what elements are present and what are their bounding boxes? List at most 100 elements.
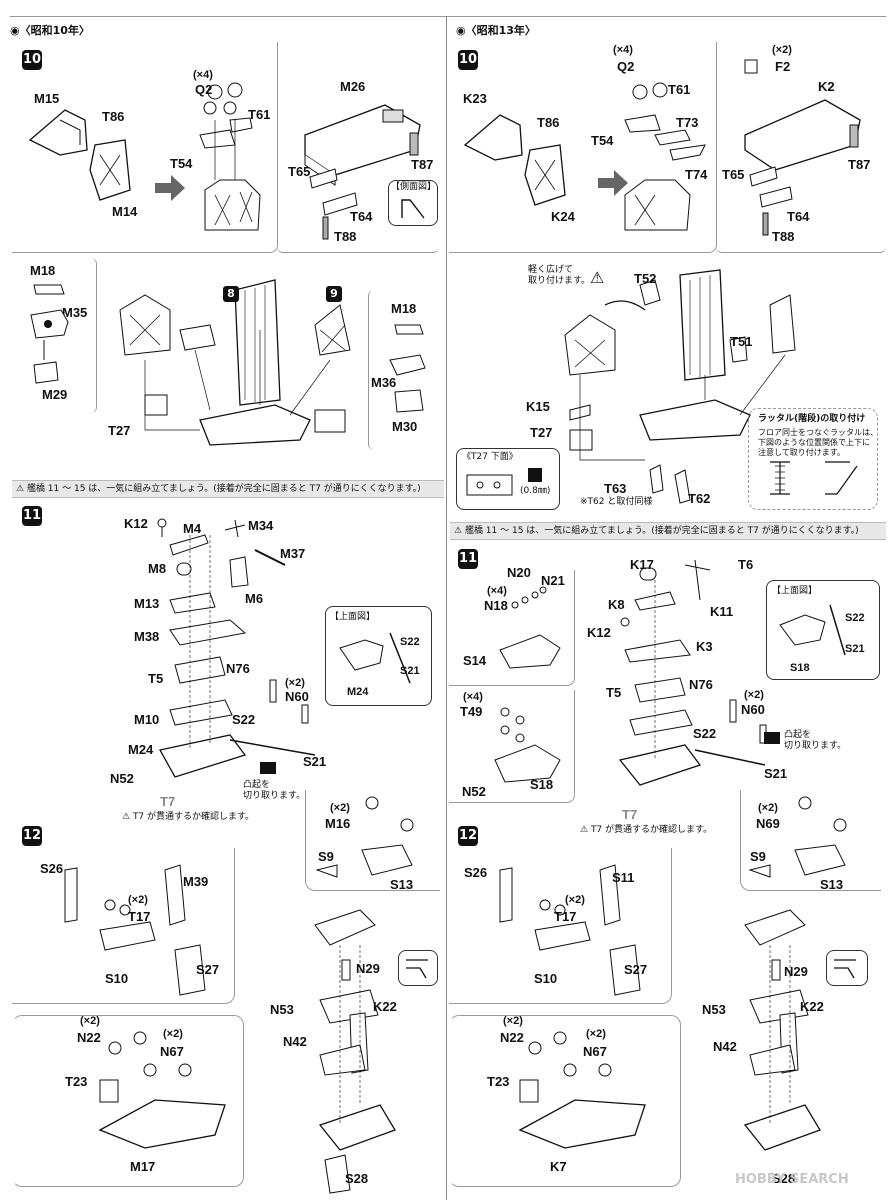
label-K15: K15 bbox=[526, 399, 550, 414]
m17-subpanel bbox=[12, 1015, 244, 1187]
label-T5-left: T5 bbox=[148, 671, 164, 686]
step-10-badge-right: 10 bbox=[458, 50, 478, 70]
label-K12-left: K12 bbox=[124, 516, 148, 531]
top-view-sketch-right bbox=[779, 604, 846, 656]
step-12-badge-left: 12 bbox=[22, 826, 42, 846]
label-M30: M30 bbox=[392, 419, 418, 434]
label-T88-right: T88 bbox=[772, 229, 795, 244]
label-M15: M15 bbox=[34, 91, 60, 106]
m17-base-assembly bbox=[98, 1031, 226, 1149]
label-N22-right: N22 bbox=[500, 1030, 524, 1045]
label-N76-right: N76 bbox=[689, 677, 713, 692]
label-N52-left: N52 bbox=[110, 771, 134, 786]
step10-right-leftpanel bbox=[449, 42, 717, 253]
label-K3: K3 bbox=[696, 639, 713, 654]
label-T88: T88 bbox=[334, 229, 357, 244]
label-M29: M29 bbox=[42, 387, 68, 402]
label-N18-qty: (×4) bbox=[487, 585, 507, 597]
label-S14: S14 bbox=[463, 653, 487, 668]
s10-subpanel-right bbox=[449, 848, 672, 1004]
label-S27-right: S27 bbox=[624, 962, 648, 977]
label-Q2-right: Q2 bbox=[617, 59, 635, 74]
s10-subpanel bbox=[12, 848, 235, 1004]
label-S21-right: S21 bbox=[764, 766, 788, 781]
label-T17-right: T17 bbox=[554, 909, 577, 924]
m18-m36-m30-parts bbox=[389, 324, 426, 413]
label-S13-left: S13 bbox=[390, 877, 414, 892]
side-view-sketch bbox=[401, 199, 425, 219]
watermark: HOBBY SEARCH bbox=[735, 1172, 849, 1187]
label-N76-left: N76 bbox=[226, 661, 250, 676]
label-S22-top-right: S22 bbox=[845, 612, 865, 624]
cut-icon bbox=[260, 762, 276, 774]
label-T86-right: T86 bbox=[537, 115, 560, 130]
label-T23-left: T23 bbox=[65, 1074, 88, 1089]
s13-parts-right bbox=[748, 796, 847, 878]
label-T65-right: T65 bbox=[722, 167, 745, 182]
top-view-sketch-left bbox=[339, 632, 411, 684]
right-era-header: ◉〈昭和13年〉 bbox=[456, 24, 536, 37]
center-divider bbox=[446, 16, 447, 1200]
step-11-badge-left: 11 bbox=[22, 506, 42, 526]
label-K24: K24 bbox=[551, 209, 575, 224]
label-N42-left: N42 bbox=[283, 1034, 307, 1049]
label-N60-right: N60 bbox=[741, 702, 765, 717]
label-S21-top-left: S21 bbox=[400, 665, 420, 677]
label-S9-right: S9 bbox=[750, 849, 766, 864]
label-K22-right: K22 bbox=[800, 999, 824, 1014]
label-N18: N18 bbox=[484, 598, 508, 613]
k24-tower-part bbox=[463, 114, 566, 206]
label-M18-left: M18 bbox=[30, 263, 56, 278]
cut-note-left: 凸起を 切り取ります。 bbox=[243, 780, 306, 802]
label-T87: T87 bbox=[411, 157, 434, 172]
warning-icon: ⚠ bbox=[454, 526, 465, 536]
t27-underside-sketch bbox=[466, 474, 513, 496]
label-S11: S11 bbox=[612, 870, 635, 885]
label-S27-left: S27 bbox=[196, 962, 220, 977]
k7-base-assembly bbox=[518, 1031, 646, 1149]
label-N29-left: N29 bbox=[356, 961, 380, 976]
label-M10: M10 bbox=[134, 712, 160, 727]
label-M38: M38 bbox=[134, 629, 160, 644]
m18-m35-m29-parts bbox=[30, 284, 69, 384]
label-N52-right: N52 bbox=[462, 784, 486, 799]
label-T27-right: T27 bbox=[530, 425, 553, 440]
t27-underside-label: 《T27 下面》 bbox=[462, 452, 518, 462]
t62-note: ※T62 と取付同様 bbox=[580, 497, 653, 507]
step10-main-assembly bbox=[119, 279, 351, 446]
label-S18-top: S18 bbox=[790, 662, 810, 674]
ladder-inset bbox=[748, 408, 878, 510]
step10-right-main-assembly bbox=[564, 269, 796, 504]
left-warning-text: 艦橋 11 ～ 15 は、一気に組み立てましょう。(接着が完全に固まると T7 … bbox=[26, 484, 421, 494]
m36-subpanel bbox=[368, 290, 441, 450]
label-S21-top-right: S21 bbox=[845, 643, 865, 655]
s10-subassembly bbox=[64, 864, 206, 996]
label-S22-top-left: S22 bbox=[400, 636, 420, 648]
n29-sketch-left bbox=[406, 959, 428, 979]
top-rule bbox=[10, 16, 886, 17]
ref-badge-9: 9 bbox=[326, 286, 342, 302]
step12-right-tower bbox=[743, 909, 821, 1151]
label-K22-left: K22 bbox=[373, 999, 397, 1014]
label-T7-left: T7 bbox=[160, 794, 176, 809]
label-S22-left: S22 bbox=[232, 712, 256, 727]
ref-badge-8: 8 bbox=[223, 286, 239, 302]
t7-check-note-right: ⚠ T7 が貫通するか確認します。 bbox=[580, 825, 713, 835]
ladder-title: ラッタル(階段)の取り付け bbox=[758, 414, 866, 424]
label-T5-right: T5 bbox=[606, 685, 622, 700]
label-T52: T52 bbox=[634, 271, 657, 286]
label-K2: K2 bbox=[818, 79, 835, 94]
ladder-text: フロア同士をつなぐラッタルは、 下図のような位置関係で上下に 注意して取り付けま… bbox=[758, 428, 878, 457]
s10-subassembly-right bbox=[499, 864, 641, 996]
label-M16: M16 bbox=[325, 816, 351, 831]
label-T7-right: T7 bbox=[622, 807, 638, 822]
step12-left-tower bbox=[314, 909, 396, 1194]
side-view-label: 【側面図】 bbox=[391, 182, 437, 192]
left-warning-band: ⚠ 艦橋 11 ～ 15 は、一気に組み立てましょう。(接着が完全に固まると T… bbox=[12, 480, 444, 498]
m14-tower-part bbox=[28, 109, 131, 201]
k2-deck-part bbox=[744, 59, 861, 236]
label-F2: F2 bbox=[775, 59, 791, 74]
label-T65: T65 bbox=[288, 164, 311, 179]
label-M37: M37 bbox=[280, 546, 306, 561]
label-S21-left: S21 bbox=[303, 754, 327, 769]
